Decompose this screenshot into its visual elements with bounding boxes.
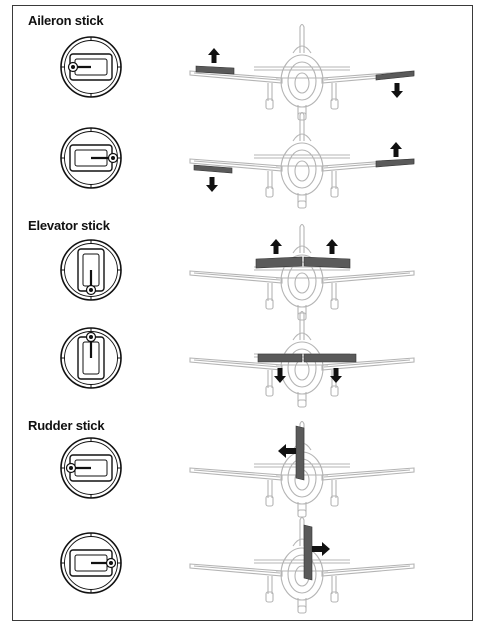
rudder-right-gimbal bbox=[60, 532, 122, 594]
arrow-up-icon bbox=[208, 48, 220, 63]
aileron-section-title: Aileron stick bbox=[28, 13, 104, 28]
elevator-section-title: Elevator stick bbox=[28, 218, 110, 233]
elevator-down-plane bbox=[189, 310, 415, 408]
document-frame bbox=[12, 5, 473, 621]
aileron-left-plane bbox=[189, 23, 415, 121]
rudder-left-plane bbox=[189, 420, 415, 518]
rudder-left-gimbal bbox=[60, 437, 122, 499]
aileron-right-plane bbox=[189, 111, 415, 209]
arrow-up-icon bbox=[326, 239, 338, 254]
arrow-down-icon bbox=[391, 83, 403, 98]
arrow-up-icon bbox=[390, 142, 402, 157]
elevator-down-gimbal bbox=[60, 327, 122, 389]
rudder-right-plane bbox=[189, 516, 415, 614]
elevator-up-plane bbox=[189, 223, 415, 321]
arrow-up-icon bbox=[270, 239, 282, 254]
elevator-up-gimbal bbox=[60, 239, 122, 301]
aileron-right-gimbal bbox=[60, 127, 122, 189]
arrow-left-icon bbox=[278, 444, 296, 458]
arrow-down-icon bbox=[206, 177, 218, 192]
rudder-section-title: Rudder stick bbox=[28, 418, 105, 433]
aileron-left-gimbal bbox=[60, 36, 122, 98]
